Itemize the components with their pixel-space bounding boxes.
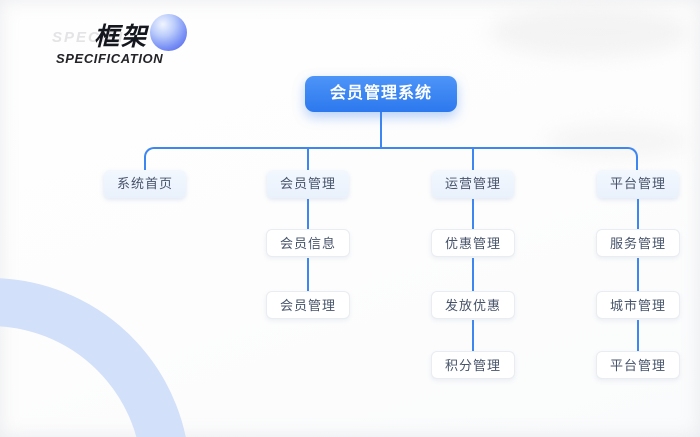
connector-col4-r3r4	[637, 320, 639, 351]
connector-drop-col2	[307, 147, 309, 171]
logo-subtitle: SPECIFICATION	[56, 51, 164, 66]
node-issue-discount: 发放优惠	[430, 291, 516, 319]
node-root: 会员管理系统	[304, 76, 458, 112]
connector-col4-r2r3	[637, 258, 639, 291]
connector-col3-r3r4	[472, 320, 474, 351]
node-city-management: 城市管理	[595, 291, 681, 319]
node-points-management: 积分管理	[430, 351, 516, 379]
node-member-info: 会员信息	[265, 229, 351, 257]
watermark-smudge	[545, 124, 690, 158]
node-platform-management: 平台管理	[596, 170, 680, 198]
connector-col2-r2r3	[307, 258, 309, 291]
node-discount-management: 优惠管理	[430, 229, 516, 257]
connector-root-feed	[380, 110, 382, 148]
node-operation-management: 运营管理	[431, 170, 515, 198]
connector-col4-r1r2	[637, 199, 639, 229]
connector-rail	[144, 147, 638, 171]
connector-col3-r1r2	[472, 199, 474, 229]
logo-sphere-icon	[150, 14, 187, 51]
decorative-ring	[0, 278, 190, 437]
connector-col2-r1r2	[307, 199, 309, 229]
logo-brand-text: 框架	[94, 23, 149, 51]
connector-col3-r2r3	[472, 258, 474, 291]
logo-ghost-text: SPECIFI	[52, 29, 125, 46]
node-member-management-sub: 会员管理	[265, 291, 351, 319]
watermark-smudge	[490, 6, 690, 58]
node-service-management: 服务管理	[595, 229, 681, 257]
connector-drop-col3	[472, 147, 474, 171]
node-platform-management-sub: 平台管理	[595, 351, 681, 379]
node-member-management: 会员管理	[266, 170, 350, 198]
node-system-home: 系统首页	[103, 170, 187, 198]
